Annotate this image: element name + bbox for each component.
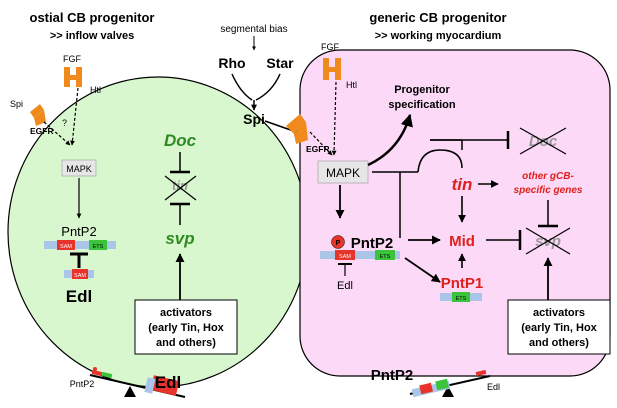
right-balance-edl: Edl: [487, 382, 500, 392]
mid-label: Mid: [449, 233, 475, 250]
rho-label: Rho: [218, 55, 245, 71]
right-htl-receptor-icon: [323, 58, 341, 80]
right-activators-box: [507, 299, 611, 355]
left-sam2-domain: SAM: [74, 273, 86, 279]
right-htl-dashed-arrow: [331, 81, 337, 156]
star-label: Star: [266, 55, 294, 71]
svp-cross-b: [525, 227, 571, 255]
left-subtitle: >> inflow valves: [50, 30, 134, 42]
left-htl-dashed-arrow: [70, 87, 79, 146]
left-doc-label: Doc: [164, 131, 197, 150]
left-tin-label: tin: [172, 178, 188, 193]
left-title: ostial CB progenitor: [30, 10, 155, 25]
doc-cross-b: [519, 127, 567, 155]
left-htl-receptor-icon: [64, 67, 82, 87]
left-mapk-label: MAPK: [66, 164, 92, 174]
phospho-badge: [331, 235, 345, 249]
other-genes-line1: other gCB-: [522, 171, 574, 182]
left-pntp2-protein: SAM ETS: [44, 240, 116, 250]
right-title: generic CB progenitor: [369, 10, 506, 25]
left-question-mark: ?: [62, 118, 67, 128]
right-edl-label: Edl: [337, 280, 353, 292]
pntp1-ets-domain: ETS: [456, 296, 467, 302]
other-genes-line2: specific genes: [514, 185, 583, 196]
left-egfr-receptor-icon: [30, 104, 46, 126]
pntp1-label: PntP1: [441, 275, 484, 292]
right-egfr-dashed-arrow: [309, 131, 333, 156]
right-panel: generic CB progenitor >> working myocard…: [286, 10, 611, 398]
right-mapk-box: [317, 160, 369, 184]
left-edl-label: Edl: [66, 287, 92, 306]
rho-curve: [231, 73, 253, 101]
left-tin-cross-b: [164, 175, 197, 201]
left-fgf-label: FGF: [63, 54, 81, 64]
right-ets-domain: ETS: [380, 254, 391, 260]
right-balance-pntp2: PntP2: [371, 367, 414, 384]
progenitor-line2: specification: [388, 99, 456, 111]
left-edl-protein: SAM: [64, 269, 94, 279]
tin-junction-curve: [417, 149, 463, 173]
right-activators-line3: and others): [529, 337, 589, 349]
left-mapk-box: [61, 159, 97, 177]
right-tin-label: tin: [452, 175, 473, 194]
right-sam-domain: SAM: [339, 254, 351, 260]
left-activators-line1: activators: [160, 307, 212, 319]
progenitor-line1: Progenitor: [394, 84, 450, 96]
left-activators-line2: (early Tin, Hox: [148, 322, 224, 334]
phospho-badge-text: P: [336, 240, 341, 247]
right-mapk-label: MAPK: [326, 166, 360, 180]
star-curve: [255, 73, 281, 101]
left-balance-edl: Edl: [155, 373, 181, 392]
left-activators-box: [134, 299, 238, 355]
right-pntp2-label: PntP2: [351, 235, 394, 252]
right-htl-label: Htl: [346, 80, 357, 90]
left-svp-label: svp: [165, 229, 194, 248]
right-egfr-label: EGFR: [306, 144, 330, 154]
right-fgf-label: FGF: [321, 42, 339, 52]
right-subtitle: >> working myocardium: [375, 30, 502, 42]
segmental-bias-label: segmental bias: [220, 24, 287, 35]
left-balance-pntp2: PntP2: [70, 379, 95, 389]
right-pntp2-protein: SAM ETS: [320, 250, 400, 260]
mapk-to-progenitor-arrow: [367, 113, 413, 167]
right-egfr-receptor-icon: [286, 114, 308, 144]
left-ets-domain: ETS: [93, 244, 104, 250]
left-egfr-label: EGFR: [30, 126, 54, 136]
pntp1-protein: ETS: [440, 292, 482, 302]
middle-panel: segmental bias Rho Star Spi: [218, 24, 303, 136]
right-activators-line1: activators: [533, 307, 585, 319]
left-pntp2-label: PntP2: [61, 224, 96, 239]
left-sam-domain: SAM: [60, 244, 72, 250]
left-egfr-dashed-arrow: [43, 121, 71, 146]
left-activators-line3: and others): [156, 337, 216, 349]
left-panel: ostial CB progenitor >> inflow valves FG…: [7, 10, 309, 398]
pntp2-to-pntp1-arrow: [404, 257, 441, 283]
right-balance-scale: [409, 369, 491, 398]
middle-spi-label: Spi: [243, 111, 265, 127]
left-spi-label: Spi: [10, 99, 23, 109]
right-activators-line2: (early Tin, Hox: [521, 322, 597, 334]
right-cell-rect: [299, 49, 611, 377]
left-balance-scale: [89, 367, 186, 398]
left-htl-label: Htl: [90, 85, 101, 95]
